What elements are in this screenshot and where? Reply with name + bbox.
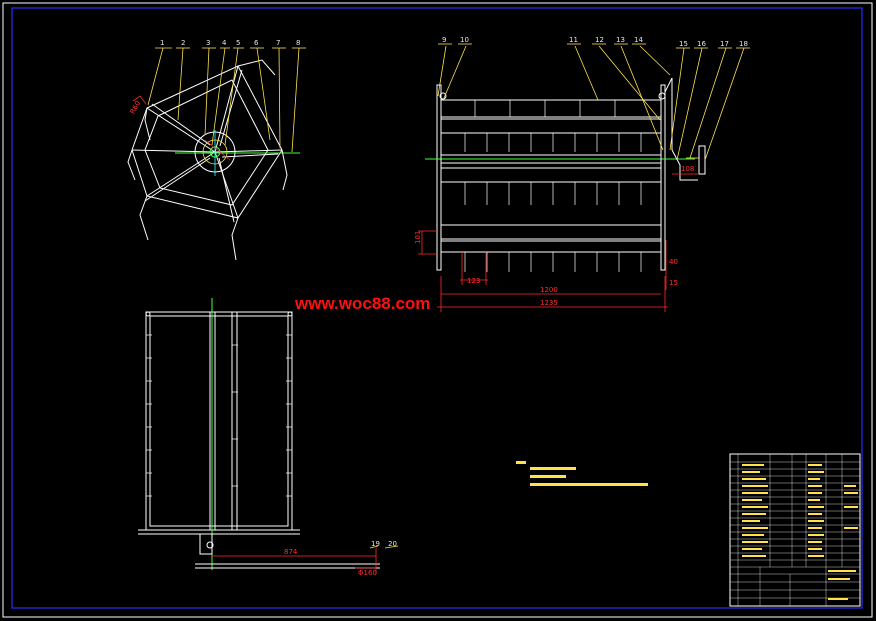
dim-1235: 1235 — [540, 299, 558, 307]
part-number-19: 19 — [371, 540, 380, 548]
part-number-12: 12 — [595, 36, 604, 44]
part-number-13: 13 — [616, 36, 625, 44]
part-number-1: 1 — [160, 39, 164, 47]
dim-108: 108 — [681, 165, 694, 173]
dim-phi160: Φ160 — [358, 569, 377, 577]
part-number-3: 3 — [206, 39, 210, 47]
dim-15: 15 — [669, 279, 678, 287]
part-number-16: 16 — [697, 40, 706, 48]
technical-notes — [516, 461, 648, 486]
part-number-8: 8 — [296, 39, 300, 47]
part-number-11: 11 — [569, 36, 578, 44]
svg-text:R60: R60 — [129, 100, 143, 116]
front-view-leaders — [147, 47, 306, 153]
part-number-14: 14 — [634, 36, 643, 44]
side-view-dimensions — [418, 173, 698, 312]
side-view-leaders — [437, 43, 750, 161]
front-view-reel: R60 — [127, 59, 300, 261]
dim-123: 123 — [467, 277, 480, 285]
part-number-15: 15 — [679, 40, 688, 48]
part-number-17: 17 — [720, 40, 729, 48]
drawing-frame — [11, 7, 863, 609]
part-number-20: 20 — [388, 540, 397, 548]
dim-1200: 1200 — [540, 286, 558, 294]
dim-101: 101 — [414, 231, 422, 244]
part-number-9: 9 — [442, 36, 446, 44]
part-number-5: 5 — [236, 39, 240, 47]
side-view-reel — [425, 77, 706, 272]
title-block — [729, 453, 861, 607]
part-number-4: 4 — [222, 39, 227, 47]
part-number-2: 2 — [181, 39, 185, 47]
part-number-7: 7 — [276, 39, 280, 47]
top-view-reel — [138, 298, 380, 570]
watermark: www.woc88.com — [294, 294, 430, 313]
dim-40: 40 — [669, 258, 678, 266]
part-number-6: 6 — [254, 39, 259, 47]
part-number-10: 10 — [460, 36, 469, 44]
dim-874: 874 — [284, 548, 298, 556]
part-number-18: 18 — [739, 40, 748, 48]
top-view-dimensions — [212, 545, 399, 574]
